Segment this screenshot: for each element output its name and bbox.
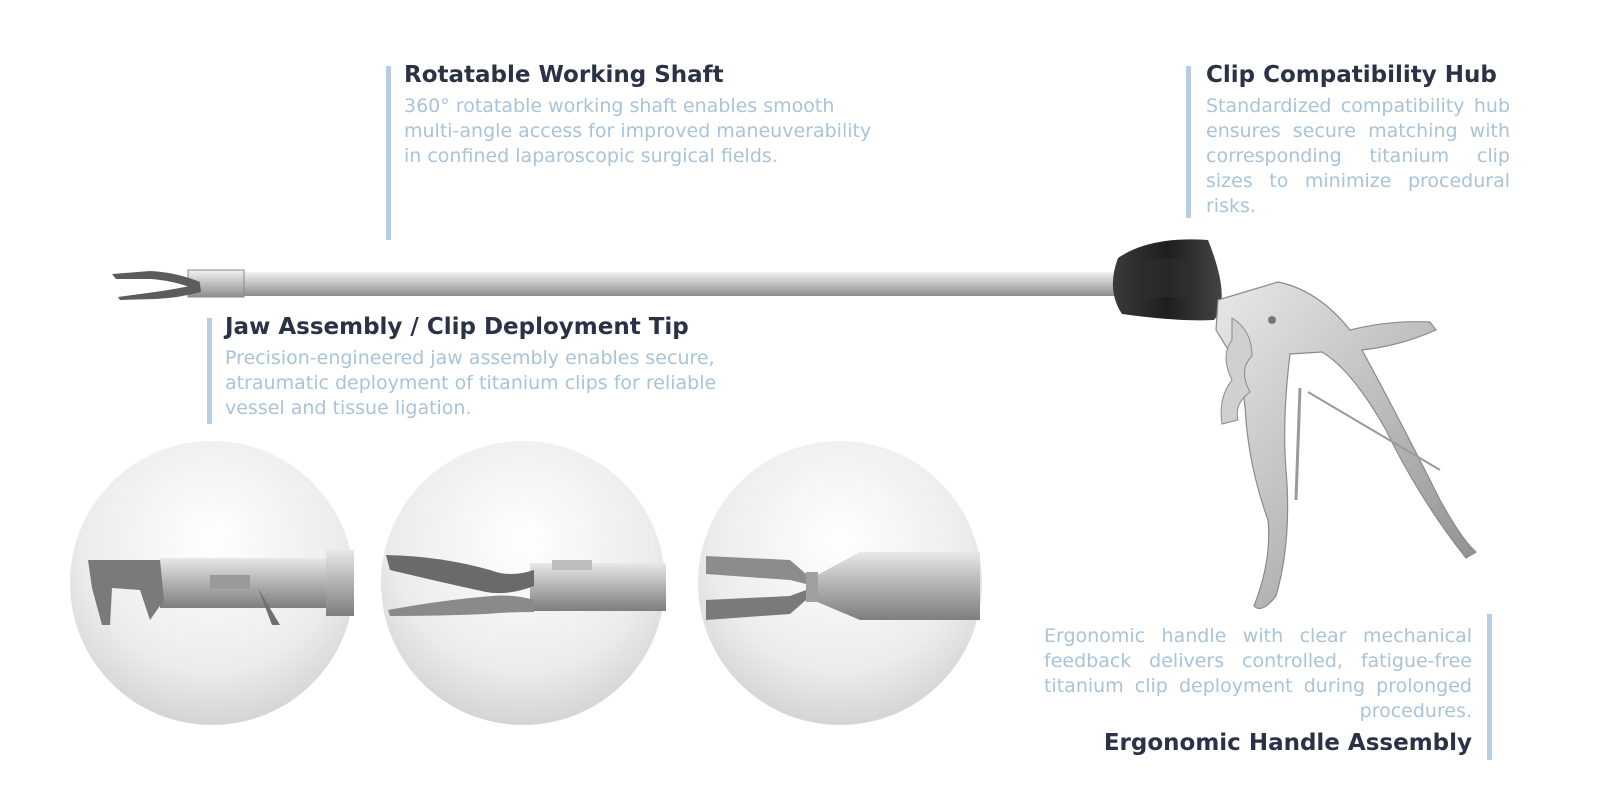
callout-jaw: Jaw Assembly / Clip Deployment Tip Preci… <box>225 314 745 421</box>
detail-view-3 <box>698 441 982 725</box>
callout-shaft-title: Rotatable Working Shaft <box>404 62 724 88</box>
accent-bar-handle <box>1487 614 1492 760</box>
jaw-tip <box>112 271 201 300</box>
callout-hub-title: Clip Compatibility Hub <box>1206 62 1497 88</box>
callout-shaft-body: 360° rotatable working shaft enables smo… <box>404 95 872 167</box>
handle-assembly <box>1215 281 1478 609</box>
callout-jaw-body: Precision-engineered jaw assembly enable… <box>225 347 717 419</box>
detail-view-2 <box>381 441 666 725</box>
detail-view-1 <box>70 441 354 725</box>
callout-handle-body: Ergonomic handle with clear mechanical f… <box>1044 625 1472 722</box>
callout-hub-body: Standardized compatibility hub ensures s… <box>1206 95 1510 217</box>
accent-bar-hub <box>1186 66 1191 218</box>
callout-shaft: Rotatable Working Shaft 360° rotatable w… <box>404 62 894 169</box>
callout-hub: Clip Compatibility Hub Standardized comp… <box>1206 62 1510 219</box>
callout-jaw-title: Jaw Assembly / Clip Deployment Tip <box>225 314 689 340</box>
callout-handle-title: Ergonomic Handle Assembly <box>1103 730 1472 756</box>
accent-bar-jaw <box>207 318 212 424</box>
rotation-knob <box>1112 239 1222 321</box>
working-shaft <box>187 269 1120 298</box>
accent-bar-shaft <box>386 66 391 240</box>
callout-handle: Ergonomic handle with clear mechanical f… <box>1044 624 1472 756</box>
